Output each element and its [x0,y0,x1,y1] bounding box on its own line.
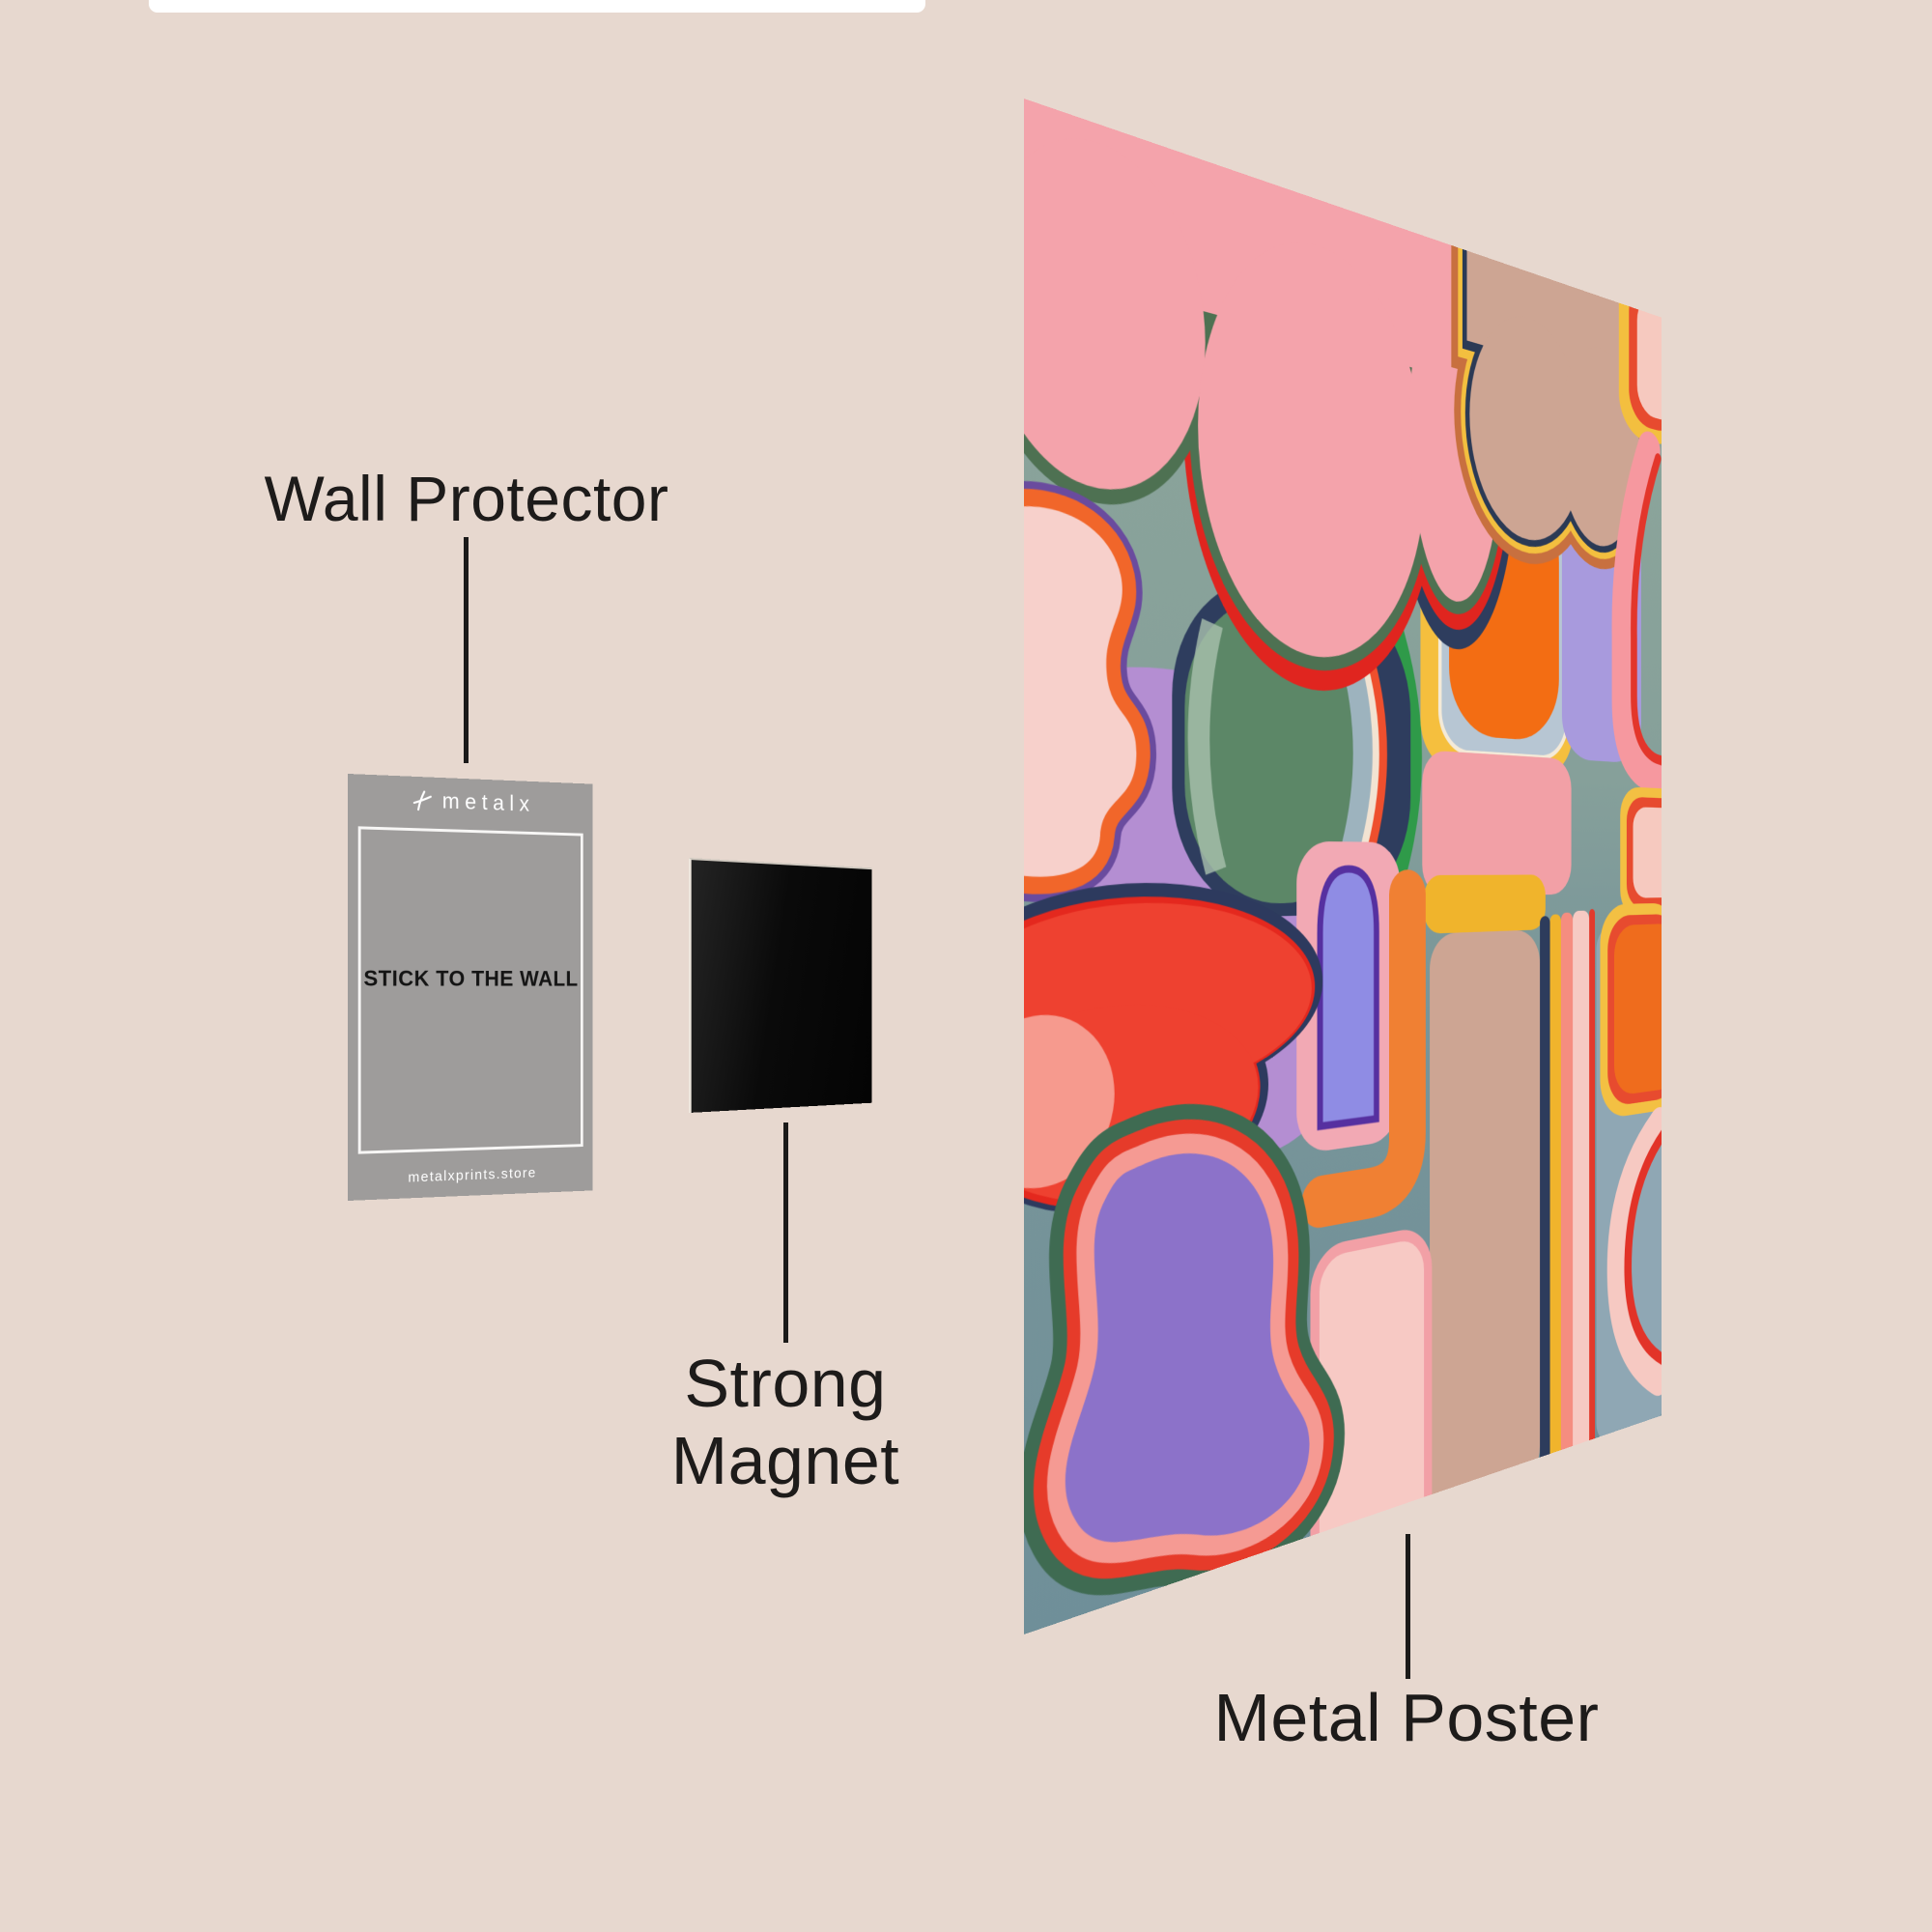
magnet-square [689,858,871,1113]
metalx-logo-icon [411,787,435,813]
strong-magnet-leader-line [783,1122,788,1343]
wall-protector-card: metalx STICK TO THE WALL metalxprints.st… [348,774,592,1201]
card-message-text: STICK TO THE WALL [348,966,592,992]
poster-artwork [1024,99,1662,1634]
right-edge-frames [1620,786,1662,918]
orange-square [1600,903,1662,1121]
strong-magnet-label: Strong Magnet [671,1345,899,1499]
blush-blob [1024,500,1136,877]
wall-protector-leader-line [464,537,469,763]
metal-poster-label: Metal Poster [1214,1679,1600,1756]
purple-tri-blob [1065,1136,1310,1588]
card-brand-text: metalx [442,788,535,817]
card-website-text: metalxprints.store [348,1163,592,1188]
metal-poster-leader-line [1406,1534,1410,1679]
top-edge-strip [149,0,925,13]
strong-magnet-label-line1: Strong [671,1345,899,1422]
strong-magnet-label-line2: Magnet [671,1422,899,1499]
metal-poster [1024,99,1662,1634]
card-brand-row: metalx [348,784,592,819]
wall-protector-label: Wall Protector [265,462,669,535]
